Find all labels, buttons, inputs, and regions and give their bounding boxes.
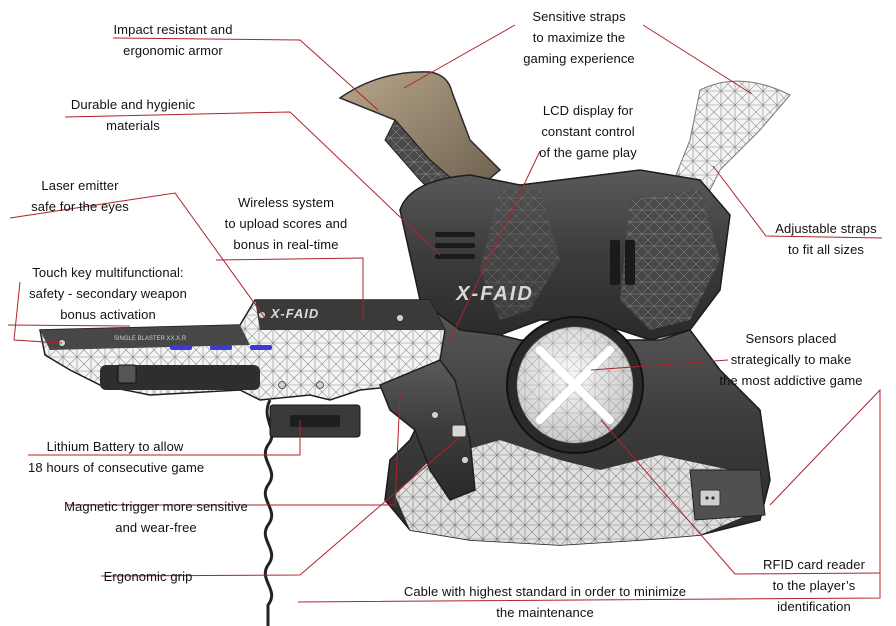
callout-lcd: LCD display for constant control of the … [535,100,641,163]
callout-materials: Durable and hygienic materials [65,94,201,136]
callout-laser-line-2: safe for the eyes [31,199,129,214]
callout-trigger-line-2: and wear-free [115,520,197,535]
callout-materials-line-2: materials [106,118,160,133]
callout-battery: Lithium Battery to allow 18 hours of con… [28,436,205,478]
callout-cable-line-1: Cable with highest standard in order to … [403,584,687,599]
callout-battery-line-2: 18 hours of consecutive game [28,460,205,475]
callout-cable-line-2: the maintenance [496,605,594,620]
callout-sensitive-straps-line-3: gaming experience [523,51,635,66]
blaster-grip [379,359,476,501]
callout-sensitive-straps-line-1: Sensitive straps [532,9,626,24]
callout-lcd-line-1: LCD display for [542,103,634,118]
blaster-logo: X-FAID [270,306,320,321]
blaster-model: SINGLE BLASTER XX.X.R [114,336,187,342]
callout-laser-line-1: Laser emitter [41,178,119,193]
coiled-cable [263,399,274,626]
callout-sensitive-straps-line-2: to maximize the [532,30,626,45]
callout-adjustable-straps-line-2: to fit all sizes [787,242,864,257]
callout-trigger-line-1: Magnetic trigger more sensitive [64,499,248,514]
callout-adjustable-straps-line-1: Adjustable straps [775,221,877,236]
callout-sensors-line-2: strategically to make [730,352,852,367]
callout-wireless-line-3: bonus in real-time [233,237,339,252]
callout-cable: Cable with highest standard in order to … [400,581,690,623]
callout-armor-line-2: ergonomic armor [123,43,223,58]
callout-touch-key-line-3: bonus activation [60,307,156,322]
callout-grip-line-1: Ergonomic grip [103,569,193,584]
callout-trigger: Magnetic trigger more sensitive and wear… [58,496,254,538]
rfid-reader [699,489,721,507]
callout-materials-line-1: Durable and hygienic [70,97,196,112]
callout-rfid-line-3: identification [777,599,851,614]
callout-sensors-line-1: Sensors placed [745,331,837,346]
leader-lines [7,24,883,603]
vest-illustration: X-FAID [338,71,791,546]
callout-lcd-line-3: of the game play [539,145,637,160]
sensor-dome [506,316,644,454]
blaster-illustration: X-FAID SINGLE BLASTER XX.X.R [39,299,476,626]
callout-laser: Laser emitter safe for the eyes [27,175,133,217]
left-shoulder-strap [338,71,502,196]
callout-battery-line-1: Lithium Battery to allow [46,439,184,454]
callout-wireless-line-1: Wireless system [237,195,335,210]
callout-sensors: Sensors placed strategically to make the… [716,328,866,391]
callout-grip: Ergonomic grip [101,566,195,587]
callout-wireless: Wireless system to upload scores and bon… [216,192,356,255]
callout-touch-key-line-1: Touch key multifunctional: [32,265,184,280]
vest-logo: X-FAID [455,283,534,305]
callout-armor-line-1: Impact resistant and [113,22,233,37]
callout-rfid: RFID card reader to the player’s identif… [756,554,872,617]
callout-sensors-line-3: the most addictive game [719,373,863,388]
callout-rfid-line-1: RFID card reader [762,557,866,572]
callout-rfid-line-2: to the player’s [772,578,856,593]
callout-touch-key-line-2: safety - secondary weapon [29,286,187,301]
callout-wireless-line-2: to upload scores and [224,216,348,231]
callout-armor: Impact resistant and ergonomic armor [113,19,233,61]
callout-adjustable-straps: Adjustable straps to fit all sizes [770,218,882,260]
callout-sensitive-straps: Sensitive straps to maximize the gaming … [515,6,643,69]
callout-lcd-line-2: constant control [541,124,635,139]
callout-touch-key: Touch key multifunctional: safety - seco… [20,262,196,325]
